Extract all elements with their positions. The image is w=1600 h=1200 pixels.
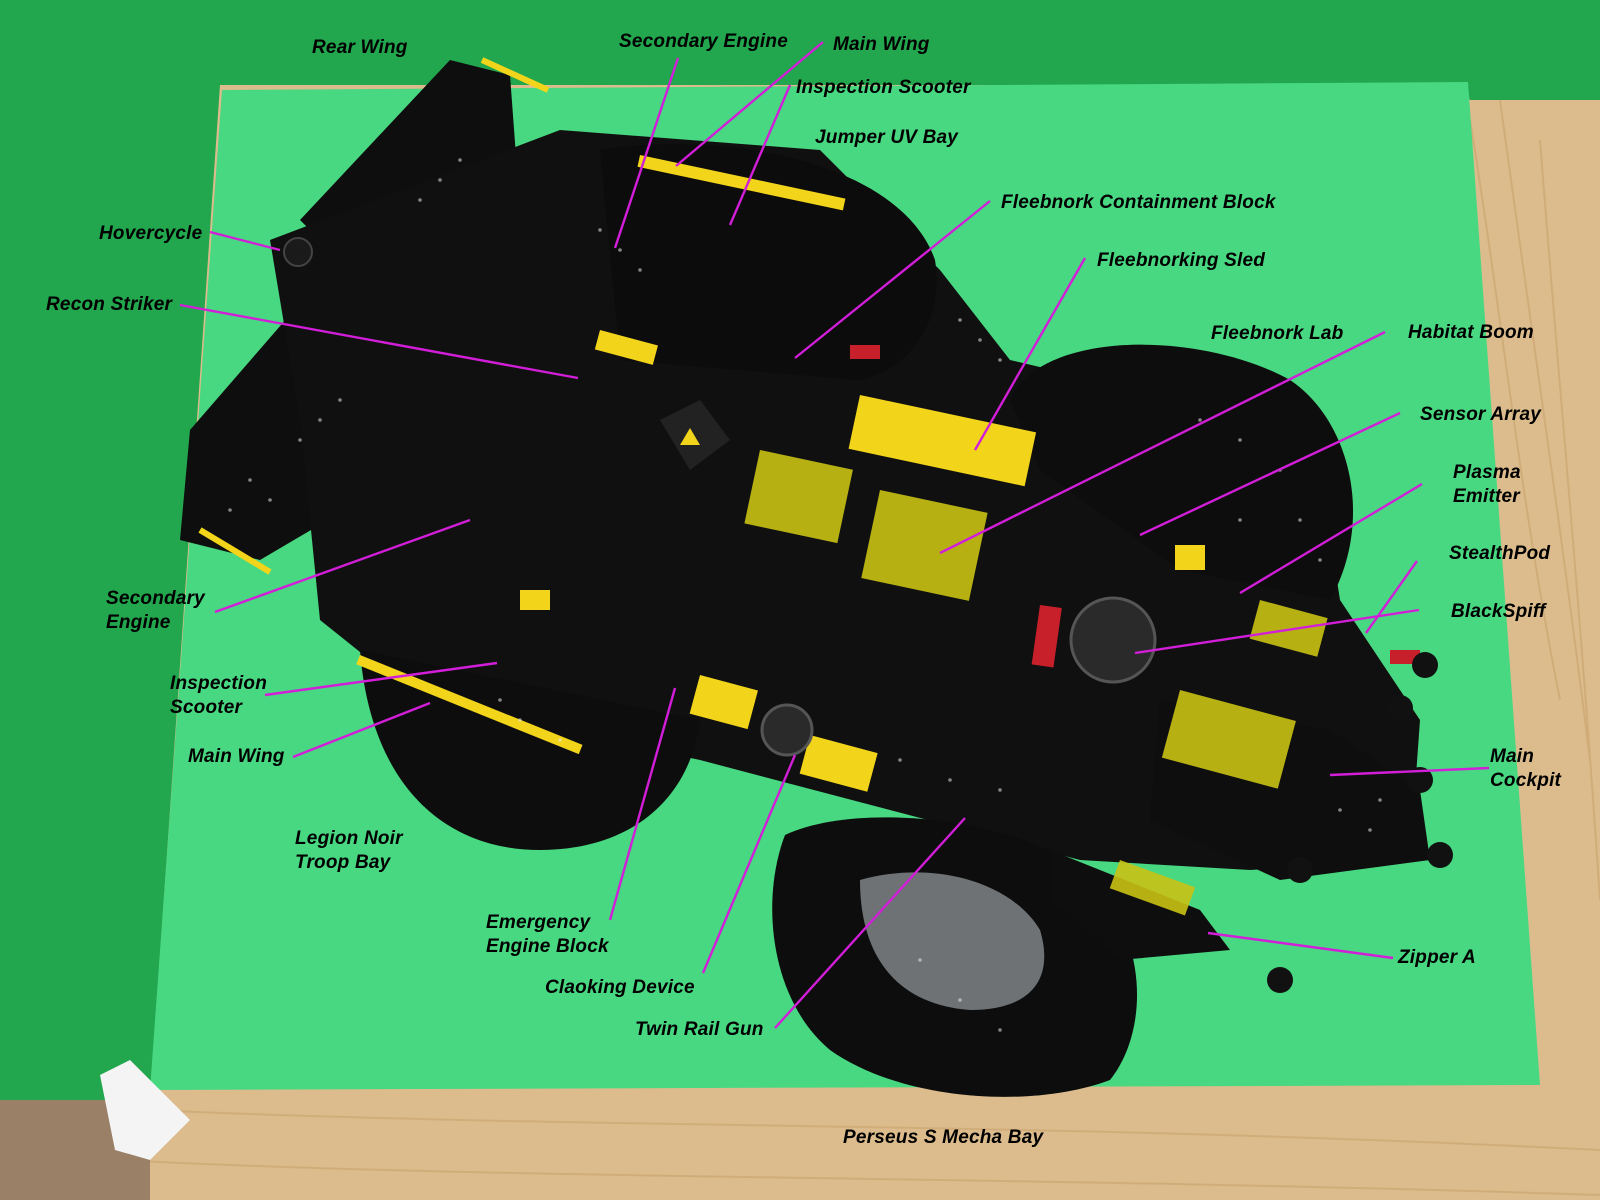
label-main-wing-left: Main Wing (188, 746, 285, 767)
label-blackspiff: BlackSpiff (1451, 601, 1546, 622)
leader-lines (179, 41, 1490, 1029)
label-fleebnorking-sled: Fleebnorking Sled (1097, 250, 1266, 271)
label-legion-noir-troop-bay: Legion Noir Troop Bay (295, 828, 403, 873)
label-plasma-emitter: Plasma Emitter (1453, 462, 1521, 507)
label-recon-striker: Recon Striker (46, 294, 173, 315)
blackspiff-dome (1069, 596, 1157, 684)
label-secondary-engine-left: Secondary Engine (106, 588, 205, 633)
wood-grain (119, 99, 1600, 1196)
red-accents (850, 345, 1420, 668)
minifigures (1267, 652, 1453, 993)
label-perseus-s-mecha-bay: Perseus S Mecha Bay (843, 1127, 1044, 1148)
label-twin-rail-gun: Twin Rail Gun (635, 1019, 764, 1040)
label-claoking-device: Claoking Device (545, 977, 695, 998)
label-hovercycle: Hovercycle (99, 223, 203, 244)
cloaking-dome (760, 703, 814, 757)
green-backdrop (0, 0, 1600, 1100)
label-main-cockpit: Main Cockpit (1490, 746, 1562, 791)
stud-texture (228, 158, 1382, 1032)
label-habitat-boom: Habitat Boom (1408, 322, 1534, 343)
label-jumper-uv-bay: Jumper UV Bay (815, 127, 959, 148)
label-stealthpod: StealthPod (1449, 543, 1551, 564)
yellow-accents (198, 57, 1328, 916)
label-inspection-scooter-top: Inspection Scooter (796, 77, 971, 98)
label-fleebnork-containment-block: Fleebnork Containment Block (1001, 192, 1276, 213)
label-zipper-a: Zipper A (1398, 947, 1476, 968)
board-clip (100, 1060, 190, 1160)
label-emergency-engine-block: Emergency Engine Block (486, 912, 609, 957)
label-sensor-array: Sensor Array (1420, 404, 1542, 425)
label-main-wing-top: Main Wing (833, 34, 930, 55)
label-inspection-scooter-left: Inspection Scooter (170, 673, 268, 718)
label-secondary-engine-top: Secondary Engine (619, 31, 788, 52)
label-fleebnork-lab: Fleebnork Lab (1211, 323, 1344, 344)
label-rear-wing: Rear Wing (312, 37, 408, 58)
